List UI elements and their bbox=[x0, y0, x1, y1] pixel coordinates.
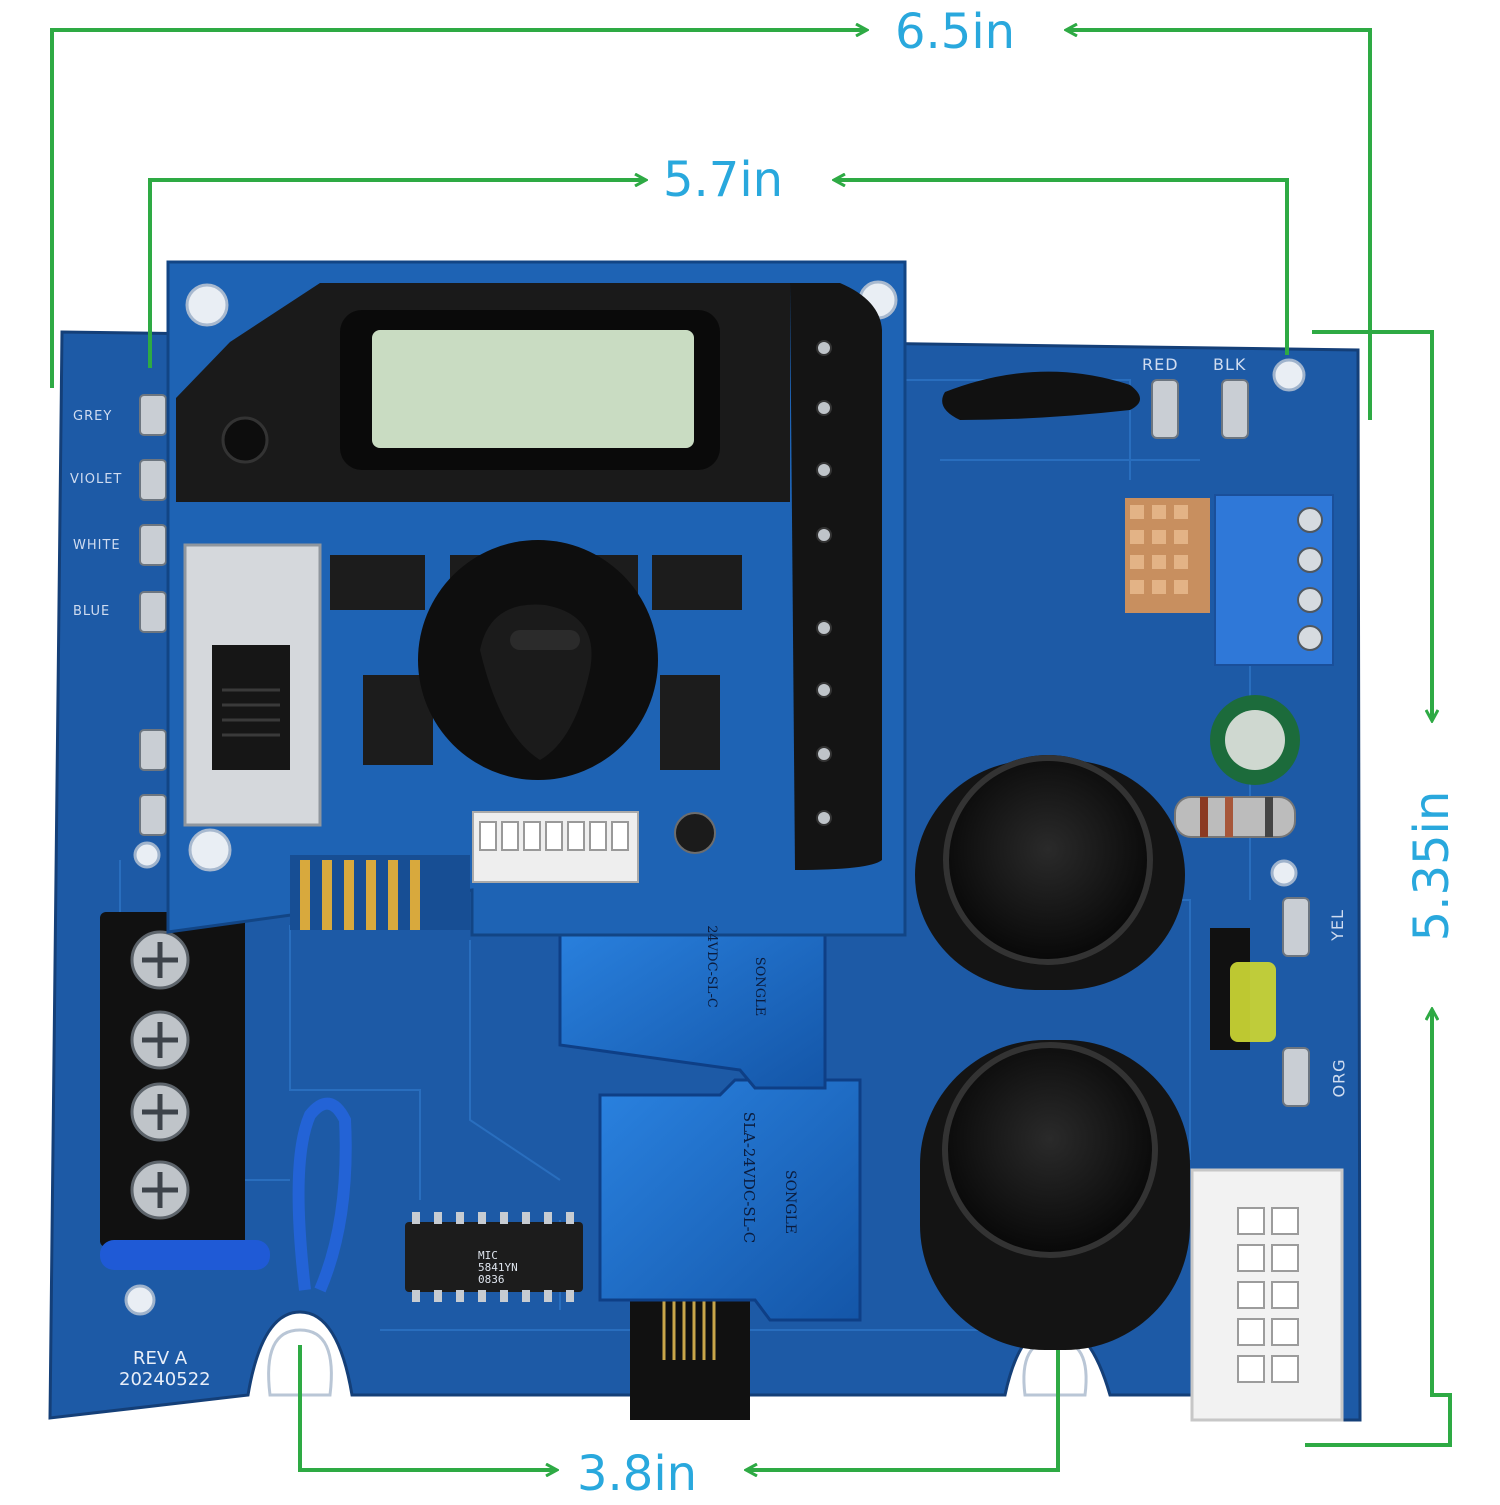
heatsink bbox=[1125, 498, 1210, 613]
inner-width-label: 5.7in bbox=[663, 152, 784, 208]
wire-label-grey: GREY bbox=[73, 409, 113, 424]
thermistor-probe bbox=[942, 371, 1140, 420]
led-indicators bbox=[816, 340, 832, 826]
edge-connector bbox=[290, 855, 470, 930]
small-capacitor bbox=[1210, 695, 1300, 785]
led-connector-strip bbox=[790, 283, 882, 870]
lcd-button bbox=[221, 416, 269, 464]
capacitor-c2 bbox=[920, 1040, 1190, 1350]
ic-marking-line-3: 0836 bbox=[478, 1273, 505, 1286]
overall-width-label: 6.5in bbox=[895, 4, 1016, 60]
screw-terminal-block bbox=[100, 912, 270, 1270]
relay-k2-brand: SONGLE bbox=[782, 1169, 799, 1235]
pin-header-j1 bbox=[472, 811, 639, 883]
rj-connector bbox=[630, 1285, 750, 1420]
slot-holes bbox=[267, 1328, 1088, 1397]
edge-connector-pins bbox=[300, 860, 420, 930]
dimension-lines bbox=[50, 30, 1452, 1470]
capacitor-c1 bbox=[915, 755, 1185, 990]
blue-terminal-block bbox=[1214, 494, 1334, 666]
top-right-wire-terminals bbox=[1151, 379, 1310, 1107]
board-date-code: 20240522 bbox=[119, 1369, 211, 1390]
wire-label-blk: BLK bbox=[1213, 355, 1247, 374]
smd-ics bbox=[330, 555, 742, 770]
ic-marking-line-1: MIC bbox=[478, 1249, 498, 1262]
mounting-holes bbox=[124, 358, 1306, 1316]
slide-switch bbox=[183, 543, 322, 827]
wire-label-org: ORG bbox=[1329, 1058, 1349, 1098]
wire-label-red: RED bbox=[1142, 355, 1179, 374]
relay-k1-model: 24VDC-SL-C bbox=[703, 925, 719, 1008]
wire-label-violet: VIOLET bbox=[70, 472, 123, 487]
varistor-loop bbox=[292, 1097, 352, 1293]
wire-label-blue: BLUE bbox=[73, 604, 111, 619]
relay-k1-brand: SONGLE bbox=[752, 956, 768, 1017]
rotary-knob bbox=[418, 540, 658, 780]
relay-k2-model: SLA-24VDC-SL-C bbox=[740, 1111, 759, 1244]
lcd-screen bbox=[372, 330, 694, 448]
height-label: 5.35in bbox=[1404, 790, 1460, 942]
power-resistor bbox=[1174, 796, 1296, 838]
daughter-capacitor bbox=[674, 812, 716, 854]
wire-label-yel: YEL bbox=[1327, 909, 1347, 941]
wire-label-white: WHITE bbox=[73, 538, 121, 553]
ic-marking-line-2: 5841YN bbox=[478, 1261, 518, 1274]
board-revision: REV A bbox=[133, 1348, 188, 1369]
wire-connector-j5 bbox=[1190, 1168, 1344, 1422]
ic-chip-u5 bbox=[405, 1212, 583, 1302]
left-wire-terminals bbox=[139, 394, 167, 836]
fuse bbox=[1210, 928, 1276, 1050]
hole-spacing-label: 3.8in bbox=[577, 1446, 698, 1502]
relay-k2 bbox=[598, 1078, 862, 1322]
